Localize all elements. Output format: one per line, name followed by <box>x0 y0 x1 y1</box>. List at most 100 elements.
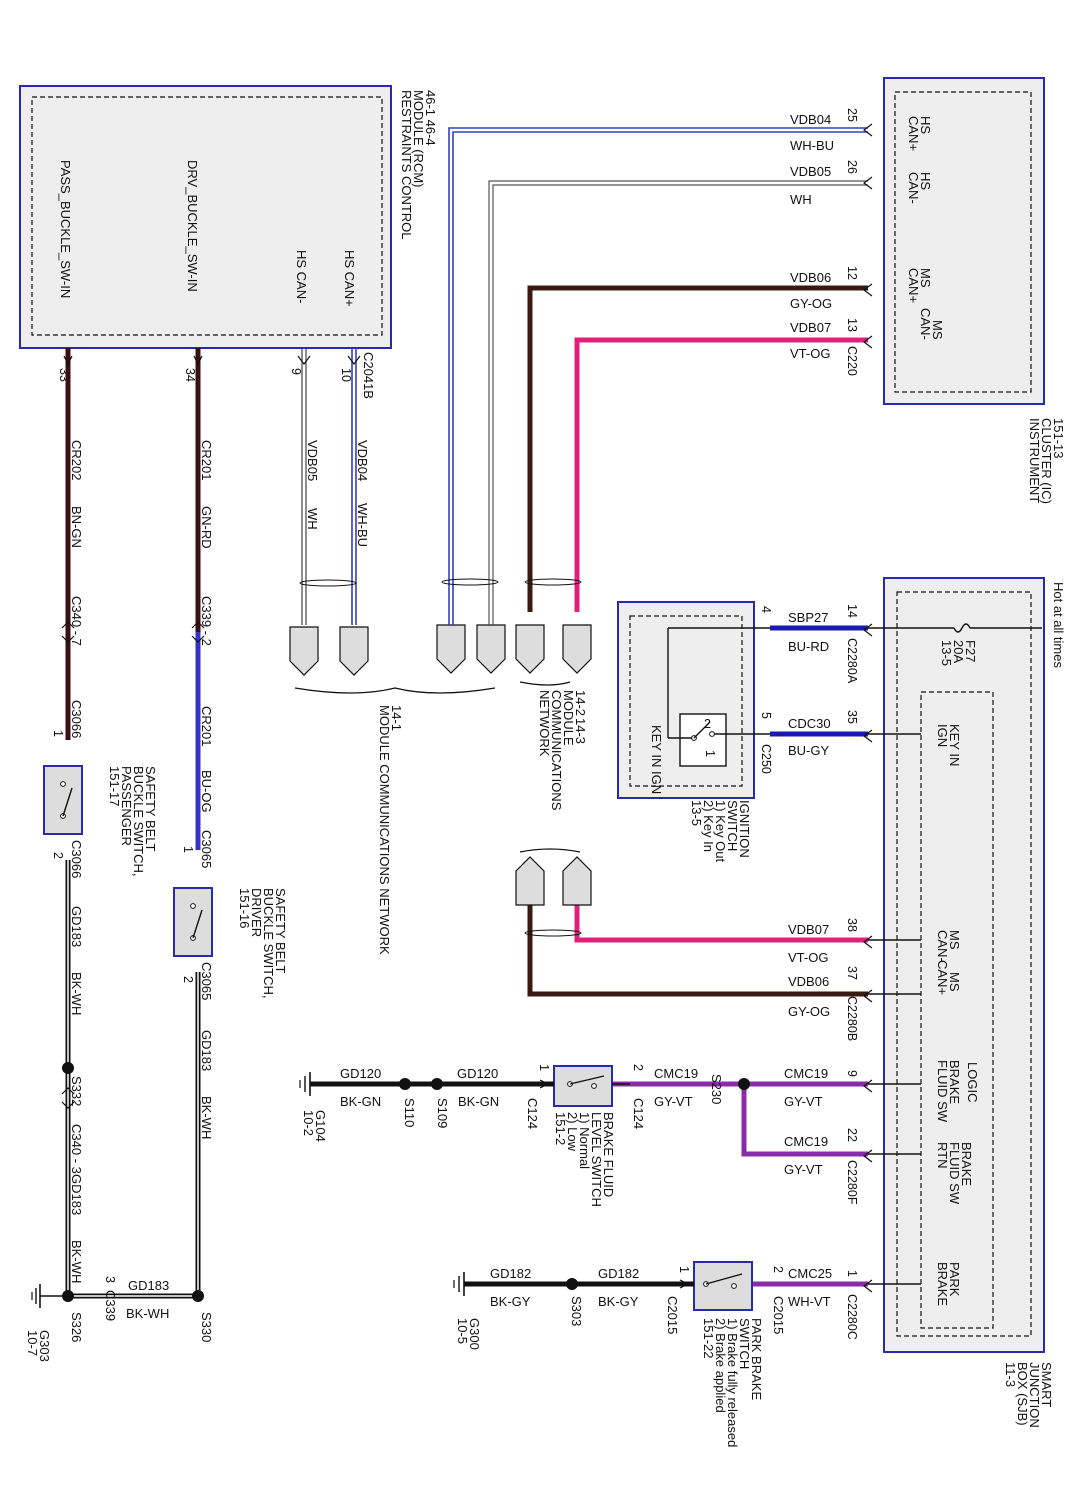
sjb-wire-vtog: VT-OG <box>788 950 828 965</box>
svg-text:F27: F27 <box>963 640 978 662</box>
drv-wire-gnrd: GN-RD <box>199 506 214 549</box>
ic-pin26: 26 <box>845 160 859 174</box>
drv-buckle-switch-icon <box>173 887 213 957</box>
ic-wire-gyog: GY-OG <box>790 296 832 311</box>
sjb-wire-burd: BU-RD <box>788 639 829 654</box>
bf-gnd-gd120-a: GD120 <box>457 1066 498 1081</box>
svg-text:SWITCH: SWITCH <box>725 800 740 851</box>
sjb-title: SMART JUNCTION BOX (SJB) 11-3 <box>1003 1362 1054 1428</box>
sjb-pin37: 37 <box>845 966 859 980</box>
sjb-pin22: 22 <box>845 1128 859 1142</box>
ground-icon-g303 <box>31 1284 68 1308</box>
ign-node-1: 1 <box>703 750 717 757</box>
svg-text:SAFETY BELT: SAFETY BELT <box>273 888 288 974</box>
park-brake-switch-icon <box>693 1261 753 1311</box>
rcm-pin-drv-buckle: DRV_BUCKLE_SW-IN <box>185 160 200 292</box>
sjb-wire-vdb07: VDB07 <box>788 922 829 937</box>
svg-text:RESTRAINTS CONTROL: RESTRAINTS CONTROL <box>399 90 414 240</box>
svg-text:PARK BRAKE: PARK BRAKE <box>749 1318 764 1400</box>
network-ref-c: 14-3 <box>573 718 588 744</box>
ic-wire-vdb07: VDB07 <box>790 320 831 335</box>
bf-wire-gyvt: GY-VT <box>654 1094 693 1109</box>
svg-text:2) Key In: 2) Key In <box>701 800 716 852</box>
network-connectors-rcm <box>289 624 592 676</box>
svg-text:FLUID SW: FLUID SW <box>947 1142 962 1205</box>
ic-wire-whbu: WH-BU <box>790 138 834 153</box>
svg-text:BOX (SJB): BOX (SJB) <box>1015 1362 1030 1426</box>
sjb-wire-whvt: WH-VT <box>788 1294 831 1309</box>
svg-text:BRAKE: BRAKE <box>935 1262 950 1306</box>
conn-c339-b: C339 <box>103 1290 118 1321</box>
pass-gnd-bkwh-b: BK-WH <box>69 1240 84 1283</box>
sjb-conn-c2280f: C2280F <box>845 1160 859 1205</box>
ign-pin4: 4 <box>759 606 773 613</box>
network-brace-a <box>294 687 496 694</box>
pass-gnd-bkwh: BK-WH <box>69 972 84 1015</box>
bf-pin1: 1 <box>537 1064 551 1071</box>
network-label-b1: MODULE <box>561 690 576 746</box>
ign-conn-c250: C250 <box>759 744 773 774</box>
network-brace-b <box>519 681 571 686</box>
sjb-wire-cdc30: CDC30 <box>788 716 831 731</box>
ic-wire-vdb06: VDB06 <box>790 270 831 285</box>
rcm-wire-wh: WH <box>305 508 320 530</box>
svg-text:BRAKE: BRAKE <box>947 1060 962 1104</box>
svg-text:BUCKLE SWITCH,: BUCKLE SWITCH, <box>131 766 146 877</box>
svg-text:G104: G104 <box>313 1110 328 1142</box>
ic-pin13: 13 <box>845 318 859 332</box>
rcm-pin-hscanminus: HS CAN- <box>294 250 309 303</box>
conn-c339-2: C339 - 2 <box>199 596 214 646</box>
park-brake-title: PARK BRAKE SWITCH 1) Brake fully release… <box>701 1318 764 1447</box>
ic-wire-vdb04: VDB04 <box>790 112 831 127</box>
bf-gnd-bkgn-a: BK-GN <box>458 1094 499 1109</box>
ic-wire-vdb05: VDB05 <box>790 164 831 179</box>
ic-module <box>883 77 1045 405</box>
svg-text:IGNITION: IGNITION <box>737 800 752 858</box>
pb-gnd-bkgy-b: BK-GY <box>490 1294 531 1309</box>
svg-text:CLUSTER (IC): CLUSTER (IC) <box>1039 418 1054 504</box>
fuse-label: F27 20A 13-5 <box>939 640 978 666</box>
svg-text:151-22: 151-22 <box>701 1318 716 1358</box>
sjb-wire-gyvt-a: GY-VT <box>784 1094 823 1109</box>
drv-buckle-title: SAFETY BELT BUCKLE SWITCH, DRIVER 151-16 <box>237 888 288 999</box>
sjb-pin1: 1 <box>845 1270 859 1277</box>
pb-pin1: 1 <box>677 1266 691 1273</box>
svg-text:SAFETY BELT: SAFETY BELT <box>143 766 158 852</box>
pass-buckle-switch-icon <box>43 765 83 835</box>
bf-conn-c124-a: C124 <box>631 1098 646 1129</box>
pass-wire-cr202: CR202 <box>69 440 84 480</box>
rcm-pin-hscanplus: HS CAN+ <box>342 250 357 307</box>
rcm-pin34: 34 <box>183 368 197 382</box>
pass-gnd-gd183: GD183 <box>69 906 84 947</box>
network-label-a: MODULE COMMUNICATIONS NETWORK <box>377 705 392 955</box>
svg-text:CAN+: CAN+ <box>906 116 921 151</box>
sjb-pin35: 35 <box>845 710 859 724</box>
ign-pin5: 5 <box>759 712 773 719</box>
brake-fluid-title: BRAKE FLUID LEVEL SWITCH 1) Normal 2) Lo… <box>553 1112 616 1207</box>
svg-text:CAN+: CAN+ <box>935 960 950 995</box>
sjb-logic-label: LOGIC <box>965 1062 980 1102</box>
conn-c340-3: C340 - 3 <box>69 1124 84 1174</box>
svg-text:10-5: 10-5 <box>455 1318 470 1344</box>
pb-gnd-gd182-a: GD182 <box>598 1266 639 1281</box>
brake-fluid-ground-wires <box>299 1072 554 1096</box>
ic-wires <box>448 123 873 625</box>
svg-text:MS: MS <box>947 930 962 950</box>
gnd-wire-gd183-c: GD183 <box>128 1278 169 1293</box>
pass-gnd-gd183-b: GD183 <box>69 1174 84 1215</box>
ignition-inner-label: KEY IN IGN <box>649 725 664 794</box>
svg-text:PARK: PARK <box>947 1262 962 1297</box>
fuse-icon <box>868 623 1042 633</box>
conn-c339-pin3: 3 <box>103 1276 117 1283</box>
splice-s330 <box>192 1290 204 1302</box>
pass-pin1: 1 <box>51 730 65 737</box>
svg-text:2) Low: 2) Low <box>565 1112 580 1152</box>
bf-pin2: 2 <box>631 1064 645 1071</box>
svg-text:46-1 46-4: 46-1 46-4 <box>423 90 438 146</box>
